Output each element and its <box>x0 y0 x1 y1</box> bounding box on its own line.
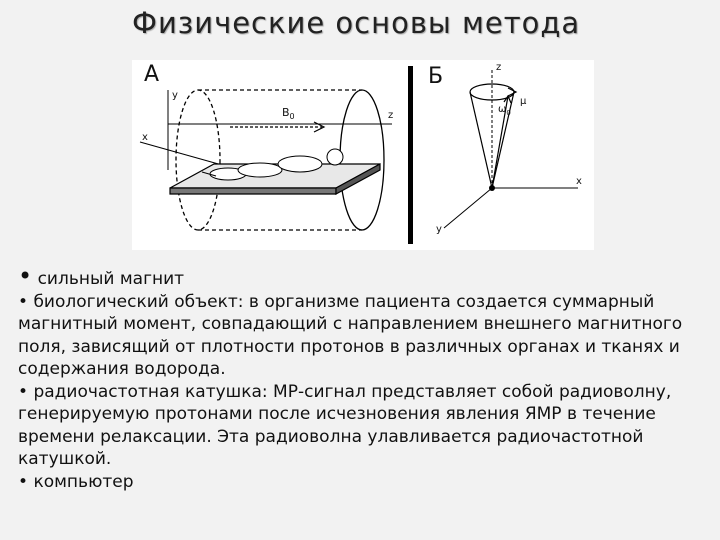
field-arrow <box>230 121 326 133</box>
bullet-text: компьютер <box>33 471 134 492</box>
origin-point <box>489 185 495 191</box>
panel-b-axis-z: z <box>496 62 502 73</box>
mu-label: μ <box>520 96 527 107</box>
bullet-marker: • <box>18 381 29 402</box>
panel-a-axis-x: x <box>142 132 148 143</box>
axes-a <box>139 90 392 170</box>
axes-b <box>443 70 578 229</box>
field-symbol: B <box>282 106 290 119</box>
bullet-text: биологический объект: в организме пациен… <box>18 291 683 380</box>
panel-b-label: Б <box>428 64 444 89</box>
panel-b-axis-y: y <box>436 224 442 235</box>
bullet-item: • сильный магнит <box>18 264 708 291</box>
panel-a-axis-z: z <box>388 110 394 121</box>
figure-drawing <box>139 70 578 231</box>
slide-title: Физические основы метода <box>132 6 581 40</box>
bullet-item: • биологический объект: в организме паци… <box>18 291 708 381</box>
omega-subscript: 0 <box>506 109 511 117</box>
bullet-marker: • <box>18 471 29 492</box>
panel-b-axis-x: x <box>576 176 582 187</box>
field-subscript: 0 <box>289 112 295 122</box>
patient-body <box>201 148 344 181</box>
bullet-text: сильный магнит <box>37 269 185 289</box>
bullet-item: • компьютер <box>18 471 708 494</box>
bullet-marker: • <box>18 262 33 290</box>
mri-figure: А y x z B0 Б z x y ω0 μ <box>132 60 594 250</box>
bullet-list: • сильный магнит • биологический объект:… <box>18 264 708 494</box>
omega-symbol: ω <box>498 104 507 115</box>
bullet-item: • радиочастотная катушка: МР-сигнал пред… <box>18 381 708 471</box>
field-label: B0 <box>282 106 295 121</box>
panel-a-label: А <box>144 62 160 87</box>
panel-a-axis-y: y <box>172 90 178 101</box>
bullet-text: радиочастотная катушка: МР-сигнал предст… <box>18 381 672 470</box>
panel-divider <box>408 66 413 244</box>
omega-label: ω0 <box>498 104 511 117</box>
bullet-marker: • <box>18 291 29 312</box>
precession-cone <box>469 83 518 189</box>
